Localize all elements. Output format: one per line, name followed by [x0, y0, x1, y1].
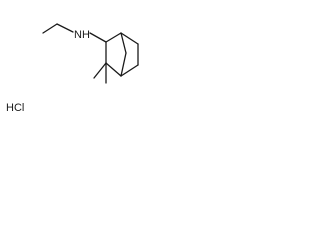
bond-lines: [42, 23, 139, 84]
bond-c3-methyl-a: [93, 62, 107, 79]
bond-ethyl-ch2-n: [56, 23, 74, 33]
bond-c7-c4: [120, 52, 127, 77]
amine-label: NH: [74, 29, 90, 41]
bond-c1-c7: [120, 32, 127, 54]
bond-ethyl-ch3: [42, 23, 58, 34]
structure-canvas: NH HCl: [0, 0, 164, 122]
bond-c1-c6: [120, 32, 139, 45]
bond-c5-c4: [120, 64, 139, 77]
molecule-drawing: NH HCl: [6, 23, 139, 114]
bond-n-c2: [89, 32, 107, 43]
bond-c2-c1: [105, 32, 122, 43]
salt-label: HCl: [6, 102, 24, 114]
bond-c4-c3: [105, 62, 122, 77]
